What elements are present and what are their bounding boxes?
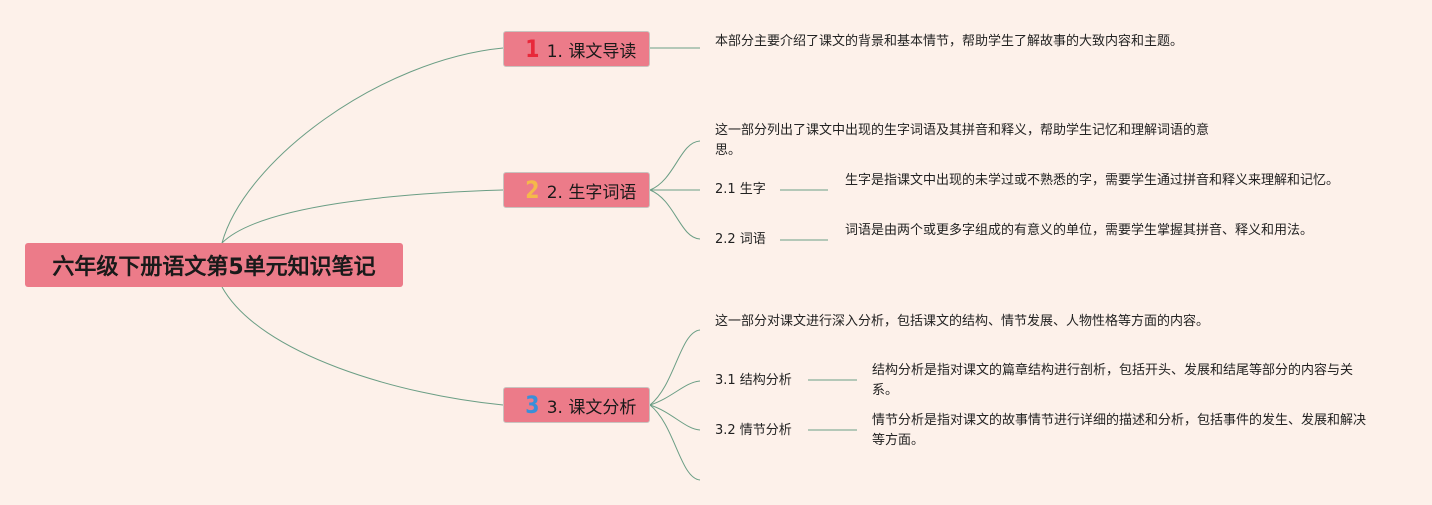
branch-2-topic[interactable]: 2 2. 生字词语 (503, 172, 650, 208)
number-2-icon: 2 (525, 176, 540, 204)
connector-b3-c2 (649, 404, 701, 431)
root-topic[interactable]: 六年级下册语文第5单元知识笔记 (25, 243, 403, 287)
branch-2-child-1-note: 生字是指课文中出现的未学过或不熟悉的字，需要学生通过拼音和释义来理解和记忆。 (845, 173, 1340, 188)
branch-3-label: 3. 课文分析 (546, 397, 637, 418)
connector-root-b3 (221, 286, 504, 406)
connector-root-b2 (221, 189, 504, 244)
branch-1-note: 本部分主要介绍了课文的背景和基本情节，帮助学生了解故事的大致内容和主题。 (715, 34, 1184, 49)
connector-b3-c1 (649, 380, 701, 406)
branch-1-topic[interactable]: 1 1. 课文导读 (503, 31, 650, 67)
connector-b2-c2 (649, 189, 701, 240)
branch-2-child-2-label[interactable]: 2.2 词语 (715, 232, 766, 247)
branch-3-topic[interactable]: 3 3. 课文分析 (503, 387, 650, 423)
branch-2-child-1-label[interactable]: 2.1 生字 (715, 182, 766, 197)
branch-3-note: 这一部分对课文进行深入分析，包括课文的结构、情节发展、人物性格等方面的内容。 (715, 314, 1210, 329)
branch-1-label: 1. 课文导读 (546, 41, 637, 62)
branch-2-label: 2. 生字词语 (546, 182, 637, 203)
connector-root-b1 (221, 47, 504, 244)
connector-b3-end (649, 404, 701, 481)
root-title: 六年级下册语文第5单元知识笔记 (52, 255, 376, 280)
connector-b2-note (649, 140, 701, 191)
branch-2-note: 这一部分列出了课文中出现的生字词语及其拼音和释义，帮助学生记忆和理解词语的意思。 (715, 123, 1210, 158)
number-1-icon: 1 (525, 35, 540, 63)
branch-3-child-2-label[interactable]: 3.2 情节分析 (715, 423, 792, 438)
connector-b3-note (649, 329, 701, 406)
branch-3-child-1-note: 结构分析是指对课文的篇章结构进行剖析，包括开头、发展和结尾等部分的内容与关系。 (872, 363, 1354, 398)
branch-3-child-2-note: 情节分析是指对课文的故事情节进行详细的描述和分析，包括事件的发生、发展和解决等方… (872, 413, 1367, 448)
number-3-icon: 3 (525, 391, 540, 419)
branch-3-child-1-label[interactable]: 3.1 结构分析 (715, 373, 792, 388)
branch-2-child-2-note: 词语是由两个或更多字组成的有意义的单位，需要学生掌握其拼音、释义和用法。 (845, 223, 1314, 238)
